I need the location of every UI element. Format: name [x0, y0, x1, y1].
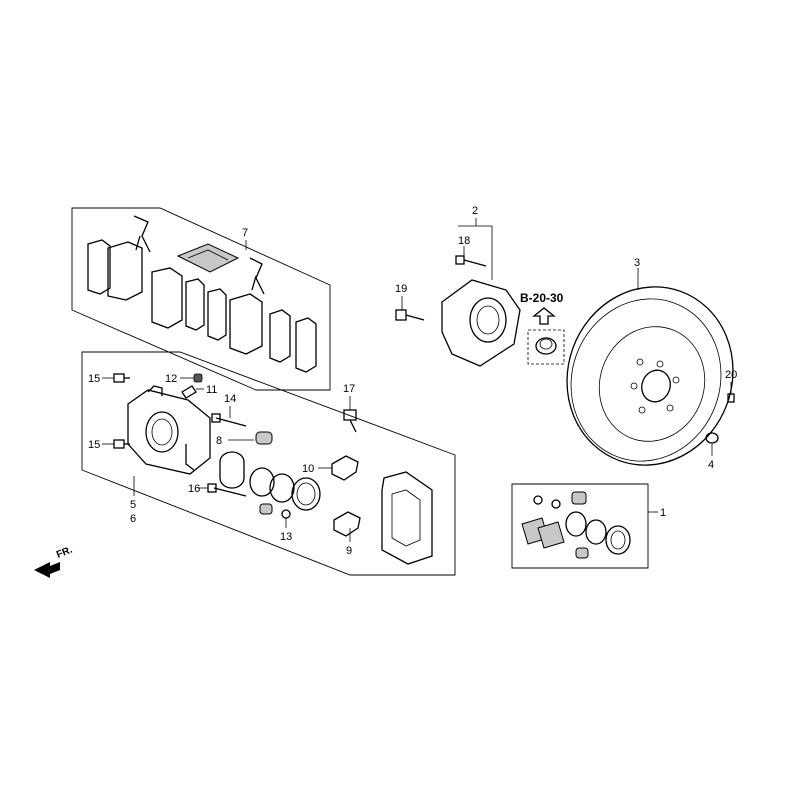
- callout-11: 11: [206, 384, 217, 396]
- callout-1: 1: [660, 507, 666, 519]
- callout-4: 4: [708, 459, 714, 471]
- pin-boot-8[interactable]: [255, 431, 273, 445]
- callout-19: 19: [395, 283, 407, 295]
- brake-pad-set-group[interactable]: [71, 207, 331, 391]
- callout-6: 6: [130, 513, 136, 525]
- hub-bearing-assembly[interactable]: [441, 279, 521, 367]
- callout-13: 13: [280, 531, 292, 543]
- reference-nut-box: [527, 329, 565, 365]
- front-arrow-icon: [34, 562, 60, 578]
- guide-pin-14[interactable]: [211, 413, 247, 427]
- bleeder-cap-12[interactable]: [193, 373, 203, 383]
- callout-15-lower: 15: [88, 439, 100, 451]
- callout-17: 17: [343, 383, 355, 395]
- bolt-15-upper[interactable]: [113, 373, 130, 383]
- callout-9: 9: [346, 545, 352, 557]
- callout-20: 20: [725, 369, 737, 381]
- bleeder-screw-11[interactable]: [181, 385, 197, 399]
- piston-seal[interactable]: [249, 467, 275, 497]
- reference-label[interactable]: B-20-30: [520, 291, 564, 305]
- caliper-seal-kit[interactable]: [511, 483, 649, 569]
- bolt-17[interactable]: [343, 409, 357, 433]
- callout-15-upper: 15: [88, 373, 100, 385]
- pad-clip-10[interactable]: [331, 455, 359, 481]
- pin-boot-lower[interactable]: [259, 503, 273, 515]
- pad-clip-9[interactable]: [333, 511, 361, 537]
- front-direction-indicator: FR.: [34, 544, 74, 578]
- callout-18: 18: [458, 235, 470, 247]
- front-direction-label: FR.: [55, 544, 74, 560]
- brake-disc[interactable]: [542, 263, 758, 488]
- bolt-19[interactable]: [395, 309, 425, 321]
- nut-4[interactable]: [705, 432, 719, 444]
- callout-7: 7: [242, 227, 248, 239]
- callout-5: 5: [130, 499, 136, 511]
- hub-nut[interactable]: [535, 337, 557, 355]
- caliper-bracket[interactable]: [381, 471, 433, 565]
- callout-10: 10: [302, 463, 314, 475]
- reference-arrow-icon: [532, 307, 556, 325]
- piston[interactable]: [219, 451, 245, 489]
- callout-3: 3: [634, 257, 640, 269]
- dust-seal[interactable]: [269, 473, 321, 511]
- hub-bolt-18[interactable]: [455, 255, 487, 267]
- callout-12: 12: [165, 373, 177, 385]
- bleeder-13[interactable]: [281, 509, 291, 519]
- callout-2: 2: [472, 205, 478, 217]
- callout-14: 14: [224, 393, 236, 405]
- callout-8: 8: [216, 435, 222, 447]
- callout-16: 16: [188, 483, 200, 495]
- caliper-assembly-group[interactable]: [81, 351, 456, 576]
